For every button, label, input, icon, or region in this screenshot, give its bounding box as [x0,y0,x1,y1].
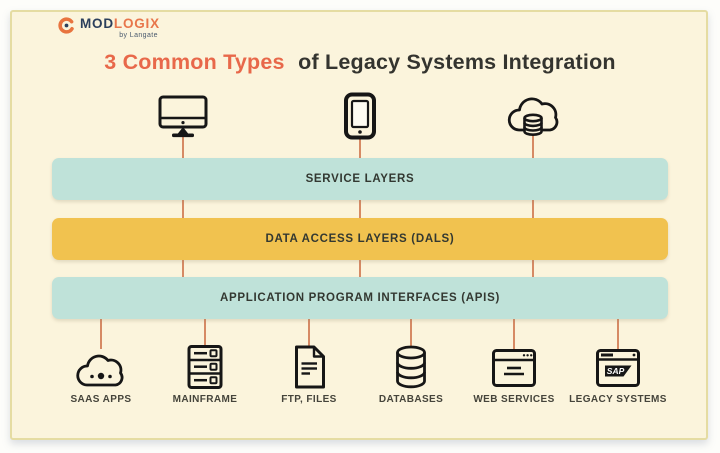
smartphone-icon [344,92,376,140]
connector-line [532,199,534,219]
system-label: MAINFRAME [172,394,238,405]
desktop-monitor-icon [158,95,208,138]
connector-line [617,317,619,349]
server-icon [187,345,223,389]
layer-bar-apis: APPLICATION PROGRAM INTERFACES (APIS) [52,277,668,319]
connector-line [532,130,534,159]
layer-label: DATA ACCESS LAYERS (DALS) [265,233,455,245]
cloud-database-icon [507,97,559,136]
layer-bar-dals: DATA ACCESS LAYERS (DALS) [52,218,668,260]
main-title: 3 Common Types of Legacy Systems Integra… [0,50,720,75]
brand-mark-icon [58,17,75,34]
brand-tagline: by Langate [119,32,158,39]
connector-line [182,130,184,159]
system-label: WEB SERVICES [473,394,555,405]
sap-window-icon: SAP [596,349,640,387]
brand-name-primary: MOD [80,16,114,31]
title-rest: of Legacy Systems Integration [298,50,616,74]
system-label: SAAS APPS [70,394,132,405]
sap-badge-text: SAP [607,366,625,376]
connector-line [513,317,515,349]
title-highlight: 3 Common Types [104,50,285,74]
connector-line [359,259,361,278]
brand-logo: MODLOGIX by Langate [58,16,160,39]
connector-line [308,317,310,349]
connector-line [359,130,361,159]
cloud-icon [76,354,124,387]
connector-line [204,317,206,349]
document-icon [295,345,325,389]
brand-name: MODLOGIX [80,16,160,31]
layer-bar-service: SERVICE LAYERS [52,158,668,200]
database-icon [396,345,426,389]
connector-line [182,199,184,219]
system-label: FTP, FILES [281,394,337,405]
browser-window-icon [492,349,536,387]
layer-label: SERVICE LAYERS [305,173,415,185]
connector-line [532,259,534,278]
brand-name-secondary: LOGIX [113,16,160,31]
layer-label: APPLICATION PROGRAM INTERFACES (APIS) [220,292,500,304]
system-label: DATABASES [378,394,444,405]
connector-line [359,199,361,219]
connector-line [410,317,412,349]
connector-line [182,259,184,278]
connector-line [100,317,102,349]
system-label: LEGACY SYSTEMS [569,394,667,405]
